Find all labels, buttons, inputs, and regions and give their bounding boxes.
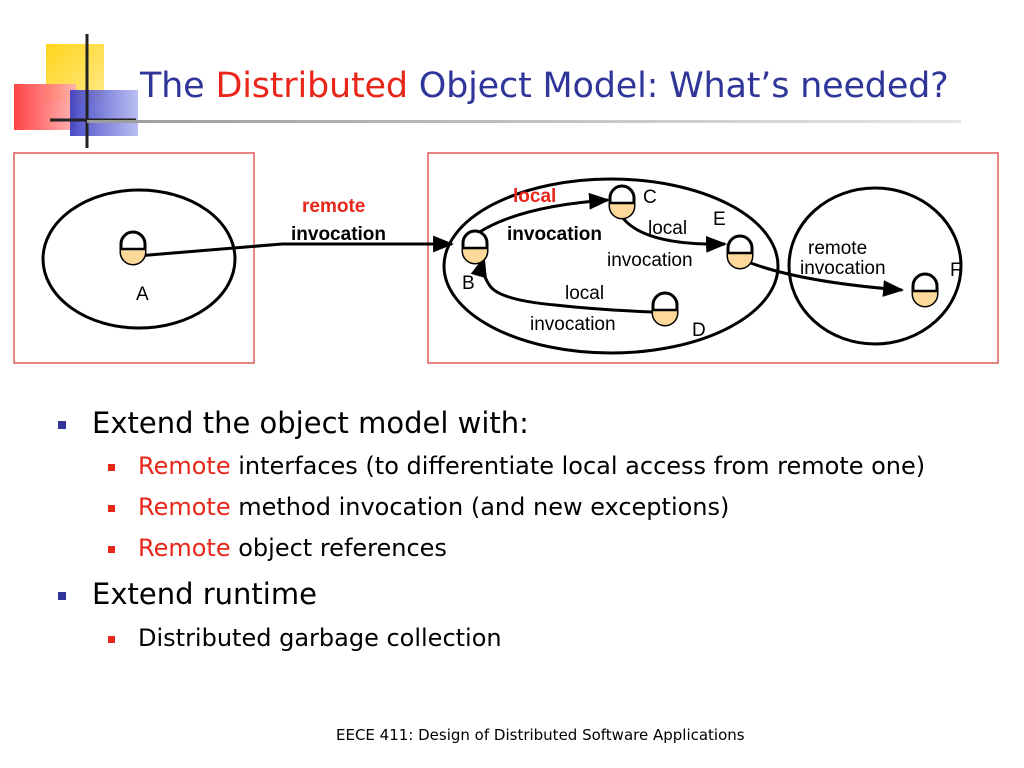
arrow-d-to-b [470,255,653,314]
object-d-icon [651,291,679,327]
jvm-ellipse-a [41,188,237,330]
slide-footer: EECE 411: Design of Distributed Software… [336,726,745,744]
arrow-b-to-c [477,192,611,235]
label-a-b-invocation: invocation [291,224,386,245]
object-f-icon [911,272,939,308]
object-label-b: B [462,273,475,294]
label-b-c-local: local [513,186,556,207]
process-frame-right [427,152,999,364]
sub-bullet-distributed-gc: Distributed garbage collection [108,624,502,652]
object-a-icon [119,230,147,266]
arrow-a-to-b [136,235,455,258]
label-a-b-remote: remote [302,196,365,217]
label-c-e-invocation: invocation [607,250,693,271]
logo-red-square [14,84,76,130]
title-highlight: Distributed [215,66,408,106]
sub-bullet-text: object references [238,534,447,562]
object-b-icon [461,229,489,265]
process-frame-left [13,152,255,364]
label-b-c-invocation: invocation [507,224,602,245]
sub-bullet-remote-method-invocation: Remote method invocation (and new except… [107,493,730,521]
object-label-f: F [950,260,962,281]
bullet-item-extend-runtime: Extend runtime [58,577,317,611]
logo-blue-square [70,90,138,136]
slide-decoration [14,34,961,148]
remote-keyword: Remote [138,493,231,521]
jvm-ellipse-f [787,186,963,346]
bullet-item-extend-object-model: Extend the object model with: [58,406,529,440]
label-d-b-invocation: invocation [530,314,616,335]
page-title: The Distributed Object Model: What’s nee… [140,66,949,106]
remote-keyword: Remote [138,534,231,562]
object-label-e: E [713,209,726,230]
object-e-icon [726,234,754,270]
label-d-b-local: local [565,283,604,304]
arrow-e-to-f [747,260,905,297]
label-e-f-remote: remote [808,238,867,259]
label-c-e-local: local [648,218,687,239]
sub-bullet-text: interfaces (to differentiate local acces… [238,452,926,480]
title-rule [87,120,961,123]
label-e-f-invocation: invocation [800,258,886,279]
title-text-2: Object Model: What’s needed? [418,66,949,106]
object-model-diagram: A B C D E F remote invocation local invo… [13,152,999,364]
object-label-c: C [643,187,657,208]
sub-bullet-text: method invocation (and new exceptions) [238,493,730,521]
sub-bullet-remote-object-references: Remote object references [108,534,447,562]
sub-bullet-remote-interfaces: Remote interfaces (to differentiate loca… [107,452,926,480]
object-label-a: A [136,284,149,305]
remote-keyword: Remote [138,452,231,480]
object-label-d: D [692,320,706,341]
object-c-icon [608,184,636,220]
title-text-1: The [140,66,205,106]
jvm-ellipse-bcde [442,177,780,355]
